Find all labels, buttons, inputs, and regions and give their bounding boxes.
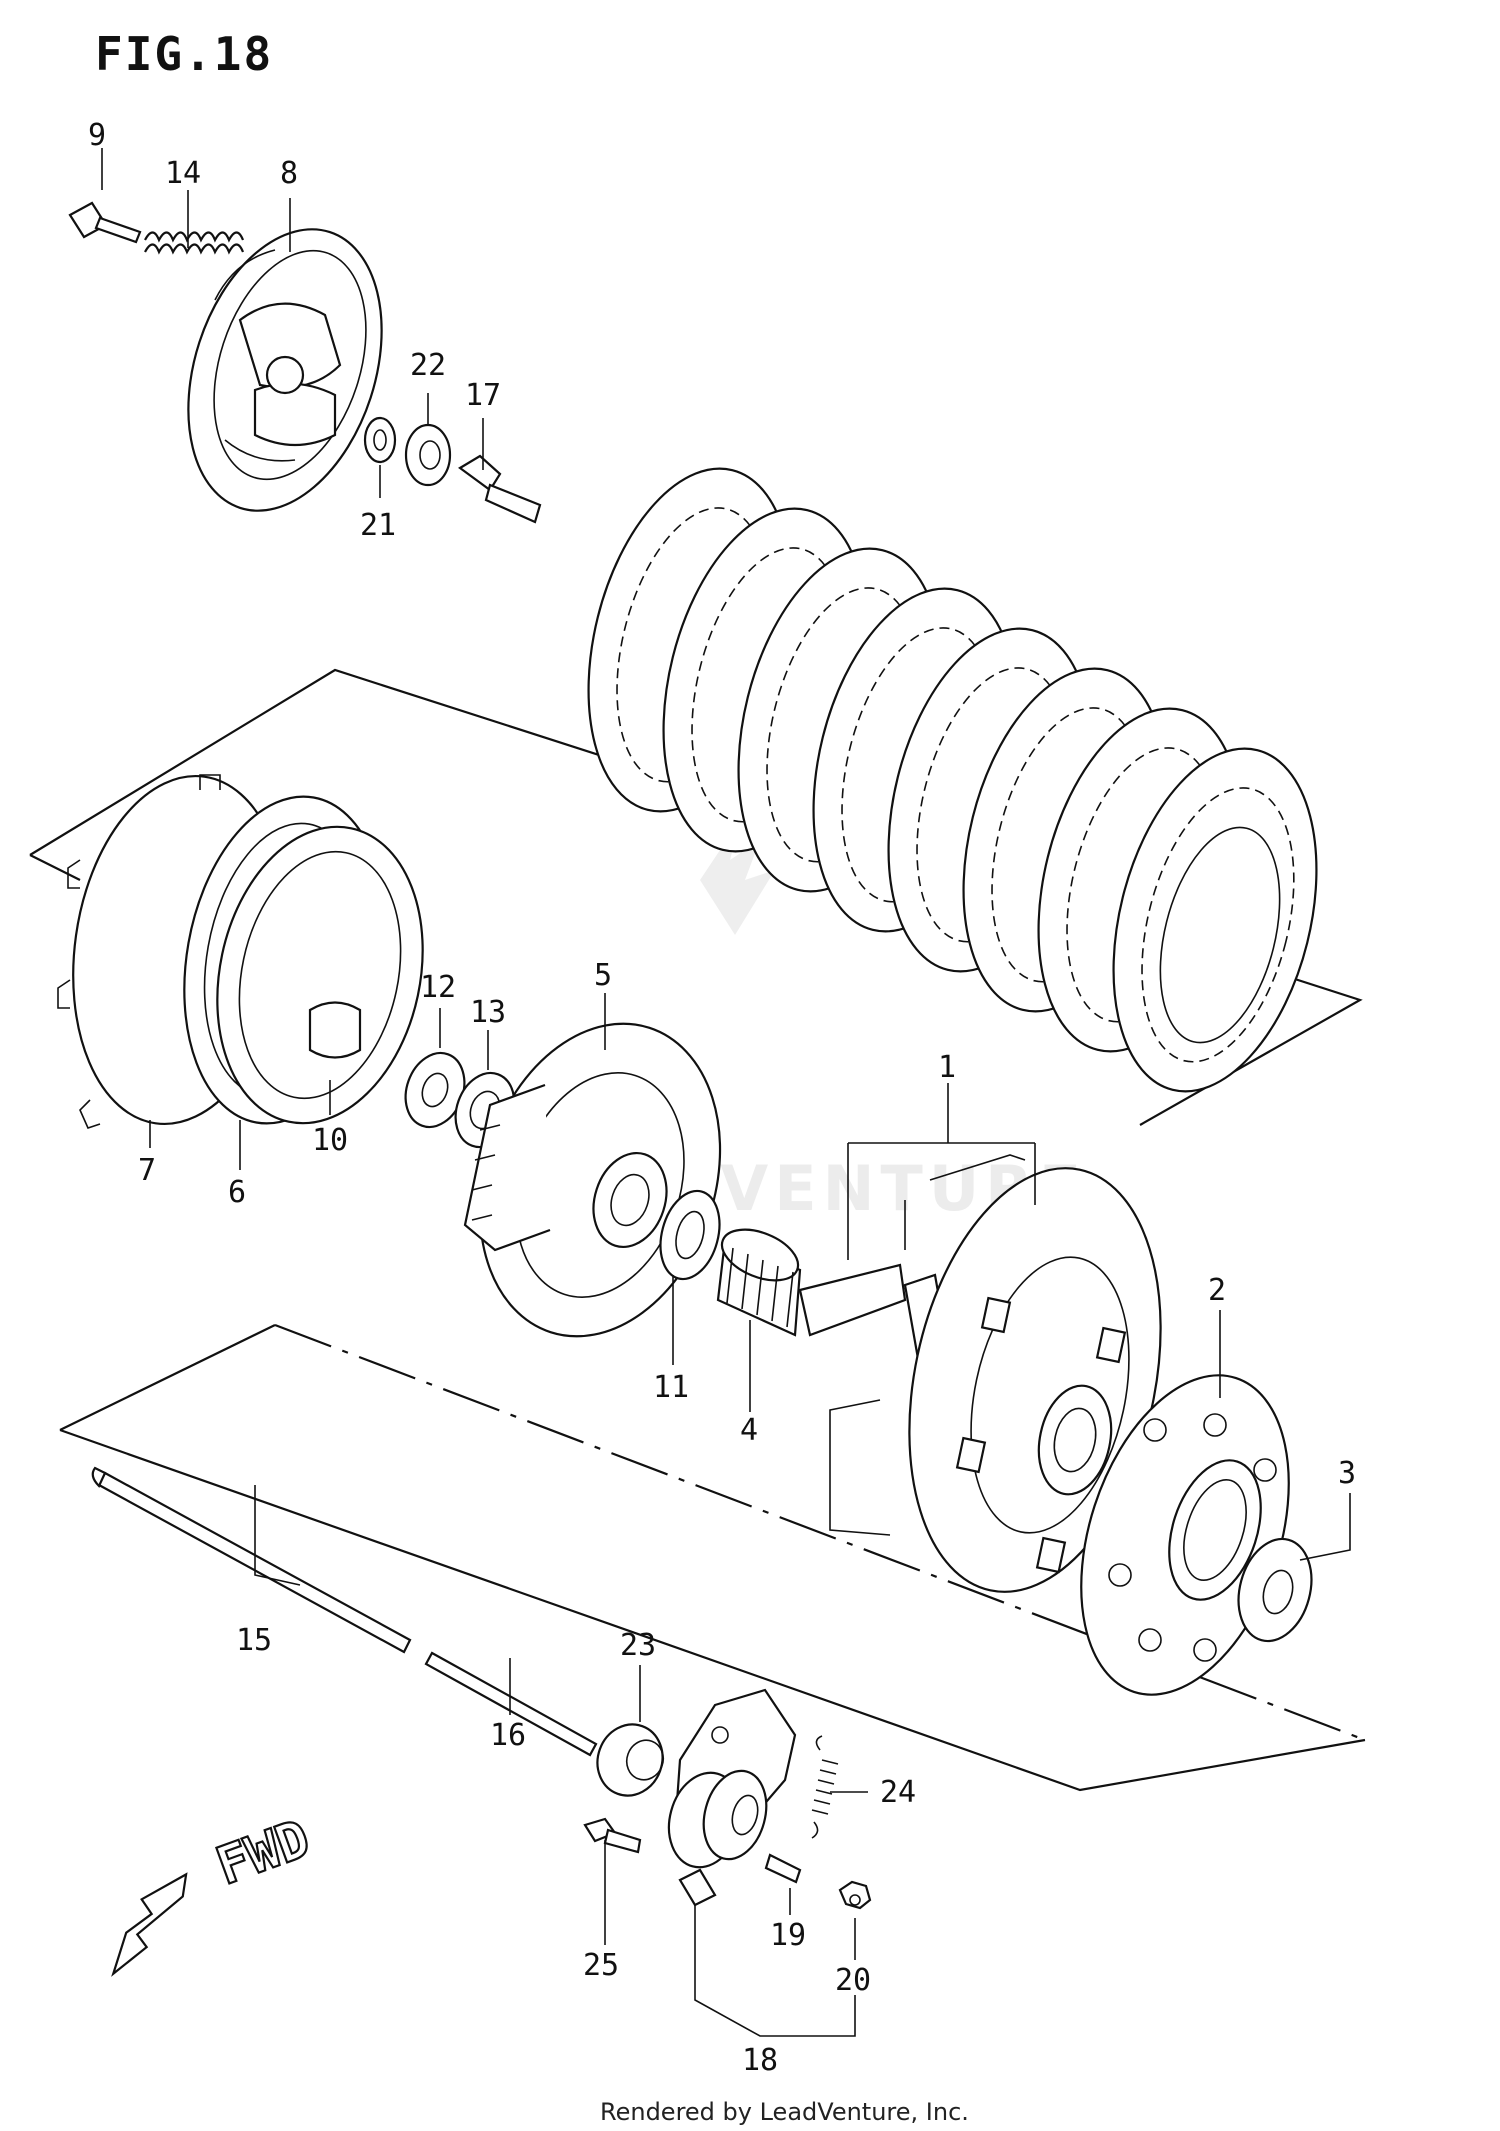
pressure-plate-8[interactable] — [155, 204, 416, 535]
housing-group-outline — [59, 1323, 1366, 1792]
bolt-9[interactable] — [68, 201, 142, 244]
part-label-10: 10 — [312, 1123, 348, 1158]
part-label-21: 21 — [360, 508, 396, 543]
figure-title: FIG.18 — [95, 27, 273, 81]
plate-teeth — [1141, 787, 1295, 1063]
bolt-25[interactable] — [583, 1817, 642, 1854]
washer-21[interactable] — [363, 416, 397, 464]
part-label-2: 2 — [1208, 1273, 1226, 1308]
return-spring-24[interactable] — [811, 1735, 839, 1839]
part-label-11: 11 — [653, 1370, 689, 1405]
part-label-1: 1 — [938, 1050, 956, 1085]
thrust-washer-11[interactable] — [651, 1184, 728, 1285]
part-label-25: 25 — [583, 1948, 619, 1983]
part-label-14: 14 — [165, 156, 201, 191]
part-label-3: 3 — [1338, 1456, 1356, 1491]
part-label-6: 6 — [228, 1175, 246, 1210]
part-label-16: 16 — [490, 1718, 526, 1753]
part-label-8: 8 — [280, 156, 298, 191]
clutch-sleeve-hub-5[interactable] — [441, 992, 759, 1367]
part-label-24: 24 — [880, 1775, 916, 1810]
needle-bearing-4[interactable] — [715, 1220, 806, 1337]
adjusting-screw-19[interactable] — [764, 1853, 802, 1884]
plate-inner-ring — [1159, 826, 1281, 1044]
push-rod-16[interactable] — [424, 1651, 598, 1757]
release-cam-assembly-18[interactable] — [659, 1688, 797, 1907]
part-label-19: 19 — [770, 1918, 806, 1953]
part-label-7: 7 — [138, 1153, 156, 1188]
part-label-20: 20 — [835, 1963, 871, 1998]
nut-20[interactable] — [838, 1880, 872, 1910]
credit-text: Rendered by LeadVenture, Inc. — [600, 2098, 969, 2126]
part-label-17: 17 — [465, 378, 501, 413]
spring-14[interactable] — [144, 231, 245, 255]
part-label-23: 23 — [620, 1628, 656, 1663]
leader-lines — [101, 148, 1351, 2037]
part-label-12: 12 — [420, 970, 456, 1005]
part-label-9: 9 — [88, 118, 106, 153]
fwd-label: FWD — [209, 1809, 318, 1898]
release-rack-17[interactable] — [458, 454, 542, 524]
primary-driven-gear-assembly-1[interactable] — [798, 1145, 1197, 1616]
part-label-5: 5 — [594, 958, 612, 993]
part-labels: 9 14 8 22 17 21 12 13 5 7 6 10 11 4 1 2 … — [88, 118, 1356, 2078]
part-label-18: 18 — [742, 2043, 778, 2078]
part-label-13: 13 — [470, 995, 506, 1030]
part-label-15: 15 — [236, 1623, 272, 1658]
oil-seal-23[interactable] — [588, 1715, 673, 1805]
bearing-22[interactable] — [404, 423, 452, 487]
thrust-washer-3[interactable] — [1228, 1531, 1323, 1650]
part-label-22: 22 — [410, 348, 446, 383]
spring-seat-10[interactable] — [191, 807, 449, 1142]
starter-driven-gear-2[interactable] — [1044, 1349, 1327, 1722]
part-label-4: 4 — [740, 1413, 758, 1448]
clutch-plate-stack[interactable] — [555, 447, 1349, 1113]
forward-direction-arrow: FWD — [111, 1808, 319, 1977]
